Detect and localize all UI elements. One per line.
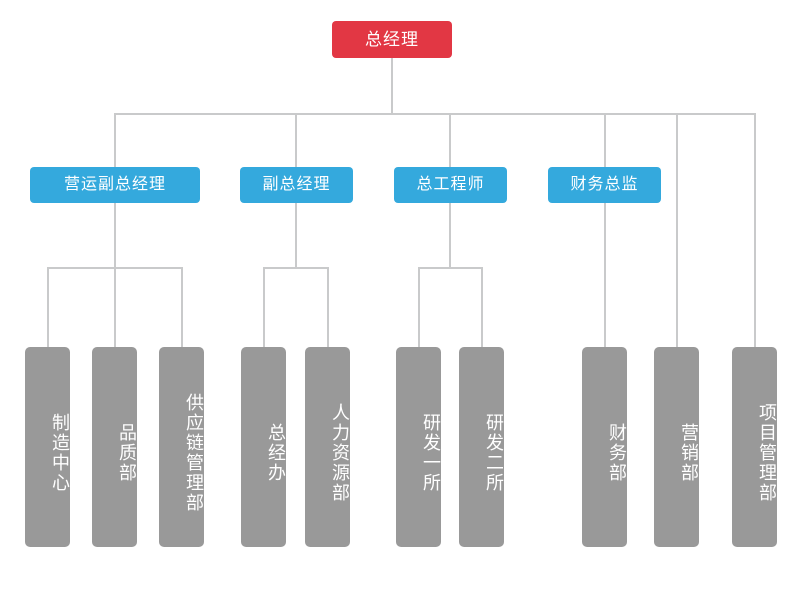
connector-vice-gm-subbus xyxy=(263,267,329,269)
connector-bus-to-finance-director xyxy=(604,113,606,169)
connector-subbus-to-rd-institute-1 xyxy=(418,267,420,348)
connector-chief-engineer-subbus xyxy=(418,267,483,269)
connector-main-bus xyxy=(115,113,756,115)
node-rd-institute-2[interactable]: 研发二所 xyxy=(459,347,504,547)
connector-subbus-to-supply-chain-dept xyxy=(181,267,183,348)
node-gm-office[interactable]: 总经办 xyxy=(241,347,286,547)
connector-vice-gm-stem xyxy=(295,203,297,269)
node-supply-chain-dept[interactable]: 供应链管理部 xyxy=(159,347,204,547)
connector-bus-to-marketing-dept xyxy=(676,113,678,348)
node-manufacturing-center[interactable]: 制造中心 xyxy=(25,347,70,547)
node-chief-engineer[interactable]: 总工程师 xyxy=(394,167,507,203)
node-finance-dept[interactable]: 财务部 xyxy=(582,347,627,547)
connector-bus-to-operations-vp xyxy=(114,113,116,169)
node-project-mgmt-dept[interactable]: 项目管理部 xyxy=(732,347,777,547)
node-general-manager[interactable]: 总经理 xyxy=(332,21,452,58)
connector-bus-to-project-mgmt-dept xyxy=(754,113,756,348)
connector-subbus-to-manufacturing-center xyxy=(47,267,49,348)
connector-bus-to-chief-engineer xyxy=(449,113,451,169)
connector-subbus-to-gm-office xyxy=(263,267,265,348)
connector-operations-vp-stem xyxy=(114,203,116,269)
connector-chief-engineer-stem xyxy=(449,203,451,269)
connector-subbus-to-rd-institute-2 xyxy=(481,267,483,348)
connector-finance-director-to-finance-dept xyxy=(604,203,606,348)
connector-subbus-to-hr-dept xyxy=(327,267,329,348)
node-marketing-dept[interactable]: 营销部 xyxy=(654,347,699,547)
connector-subbus-to-quality-dept xyxy=(114,267,116,348)
node-operations-vp[interactable]: 营运副总经理 xyxy=(30,167,200,203)
node-quality-dept[interactable]: 品质部 xyxy=(92,347,137,547)
node-vice-gm[interactable]: 副总经理 xyxy=(240,167,353,203)
node-finance-director[interactable]: 财务总监 xyxy=(548,167,661,203)
connector-bus-to-vice-gm xyxy=(295,113,297,169)
connector-root-stem xyxy=(391,57,393,115)
node-rd-institute-1[interactable]: 研发一所 xyxy=(396,347,441,547)
node-hr-dept[interactable]: 人力资源部 xyxy=(305,347,350,547)
